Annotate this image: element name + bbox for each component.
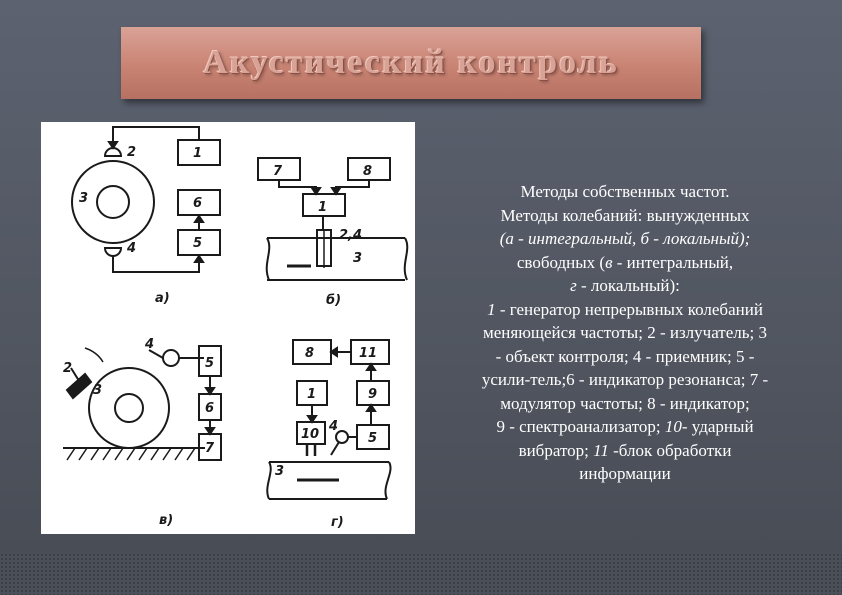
description-line-1: Методы собственных частот. [520,182,730,201]
receiver-4-a [103,247,123,257]
description-line-12b: 11 [593,440,609,460]
description-line-9: усили-тель;6 - индикатор резонанса; 7 - [481,370,769,389]
block-v-6-label: 6 [205,401,214,416]
striker-g [305,444,317,456]
description-line-6: 1 - генератор непрерывных колебаний [425,298,825,322]
description-line-4: свободных (в - интегральный, [425,251,825,275]
arrow-a-mid [193,214,205,223]
arrow-b-left [310,187,322,196]
part-b-24-label: 2,4 [339,228,362,243]
object-ring-a [71,160,155,244]
object-b [265,237,409,281]
block-g-11-label: 11 [359,346,377,361]
object-hole-v [114,393,144,423]
block-g-8-label: 8 [305,346,314,361]
arrow-g-11-8 [329,346,338,358]
panel-b-caption: б) [326,293,341,308]
arrow-g-5-9 [365,403,377,412]
description-line-4a: свободных ( [516,252,606,272]
panel-g: 8 11 1 9 10 5 4 3 г) [266,339,392,530]
description-line-4b: в [605,252,613,272]
diagram-figure: 1 6 5 2 3 4 а) 7 8 1 2,4 3 б) [41,122,415,534]
description-line-11b: 10 [664,417,682,436]
wire-b-left [278,180,317,192]
arrow-v-67 [204,427,216,436]
description-line-12c: -блок обработки [608,440,732,460]
description-line-6a: 1 [487,299,496,319]
block-g-9-label: 9 [368,387,377,402]
arrow-g-1-10 [306,415,318,424]
arrow-v-56 [204,387,216,396]
hammer-head-v [65,372,93,400]
part-a-3-label: 3 [79,191,88,206]
object-hole-a [96,185,130,219]
description-line-5: г - локальный): [425,274,825,298]
block-g-9 [356,380,390,406]
part-a-2-label: 2 [127,145,136,160]
panel-g-caption: г) [331,515,344,530]
hammer-motion-v [84,347,104,363]
description-line-6b: - генератор непрерывных колебаний [495,299,763,319]
panel-a: 1 6 5 2 3 4 а) [71,126,221,306]
wire-a-bottom [112,256,200,273]
description-line-3: (а - интегральный, б - локальный); [499,229,751,248]
title-banner: Акустический контроль [121,27,701,99]
receiver-stem-v [148,349,164,359]
description-line-10: модулятор частоты; 8 - индикатор; [500,393,750,413]
dotted-footer-band [0,553,842,595]
object-ring-v [88,367,170,449]
wire-a-top [112,126,200,144]
panel-v-caption: в) [159,513,173,528]
part-v-4-label: 4 [144,337,154,352]
description-line-11a: 9 - спектроанализатор; [496,417,665,436]
block-a-5-label: 5 [193,236,202,251]
wire-b-right [335,180,370,192]
panel-b: 7 8 1 2,4 3 б) [257,157,409,308]
receiver-stem-g [330,441,340,456]
block-g-1-label: 1 [307,387,316,402]
hammer-handle-v [70,367,82,385]
part-v-2-label: 2 [63,361,72,376]
part-b-3-label: 3 [353,251,362,266]
panel-a-caption: а) [155,291,170,306]
description-line-12: вибратор; 11 -блок обработки [425,439,825,463]
receiver-4-v [162,349,180,367]
description-line-5a: г [570,276,577,295]
block-b-7-label: 7 [273,164,283,179]
description-line-5b: - локальный): [576,276,680,295]
arrow-a-top [107,141,119,150]
description-line-2: Методы колебаний: вынужденных [500,205,750,225]
block-v-5-label: 5 [205,356,214,371]
block-g-5-label: 5 [368,431,377,446]
panel-v: 5 6 7 2 3 4 в) [63,337,222,528]
block-a-6-label: 6 [193,196,202,211]
description-line-13: информации [579,464,671,483]
object-g [266,461,392,500]
arrow-b-right [330,187,342,196]
description-line-8: - объект контроля; 4 - приемник; 5 - [495,346,755,366]
block-b-8-label: 8 [363,164,372,179]
slide-title: Акустический контроль [203,44,619,81]
description-line-11c: - ударный [681,417,754,436]
block-v-7-label: 7 [205,441,215,456]
part-g-3-label: 3 [275,464,284,479]
method-description: Методы собственных частот. Методы колеба… [425,180,825,486]
description-line-12a: вибратор; [518,440,594,460]
block-g-10-label: 10 [301,427,319,442]
description-line-11: 9 - спектроанализатор; 10- ударный [425,415,825,439]
part-a-4-label: 4 [126,241,136,256]
part-g-4-label: 4 [328,419,338,434]
arrow-g-9-11 [365,362,377,371]
block-b-1-label: 1 [318,200,327,215]
arrow-a-bottom [193,254,205,263]
part-v-3-label: 3 [93,383,102,398]
ground-hatch-v [66,447,196,461]
description-line-4c: - интегральный, [612,252,734,272]
description-line-7: меняющейся частоты; 2 - излучатель; 3 [482,323,767,342]
block-a-1-label: 1 [193,146,202,161]
